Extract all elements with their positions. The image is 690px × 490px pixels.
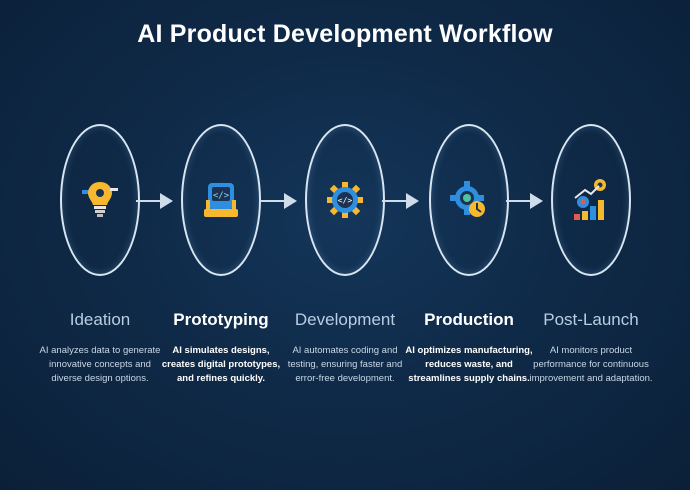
step-post-launch: Post-Launch AI monitors product performa… xyxy=(521,124,661,386)
prototype-screen-icon: </> xyxy=(204,183,238,217)
arrow-right-icon xyxy=(136,193,173,209)
step-description: AI simulates designs, creates digital pr… xyxy=(161,345,281,384)
step-circle xyxy=(429,124,509,276)
step-title: Development xyxy=(294,310,396,329)
step-description: AI analyzes data to generate innovative … xyxy=(39,345,161,384)
code-gear-icon: </> xyxy=(327,182,363,218)
arrow-right-icon xyxy=(382,193,419,209)
lightbulb-icon xyxy=(82,182,118,217)
step-description: AI monitors product performance for cont… xyxy=(529,345,653,384)
growth-chart-icon xyxy=(574,179,606,220)
step-circle: </> xyxy=(305,124,385,276)
step-circle xyxy=(551,124,631,276)
svg-text:</>: </> xyxy=(338,196,353,205)
arrow-right-icon xyxy=(506,193,543,209)
step-description: AI optimizes manufacturing, reduces wast… xyxy=(405,345,533,384)
step-prototyping: </> Prototyping AI simulates designs, cr… xyxy=(151,124,291,386)
step-ideation: Ideation AI analyzes data to generate in… xyxy=(30,124,170,386)
step-circle xyxy=(60,124,140,276)
step-title: Production xyxy=(424,310,514,329)
step-circle: </> xyxy=(181,124,261,276)
step-title: Prototyping xyxy=(173,310,269,329)
step-description: AI automates coding and testing, ensurin… xyxy=(287,345,403,384)
step-production: Production AI optimizes manufacturing, r… xyxy=(399,124,539,386)
step-development: </> Development AI automates coding and … xyxy=(275,124,415,386)
factory-gear-icon xyxy=(450,181,485,217)
diagram-title: AI Product Development Workflow xyxy=(137,20,553,48)
arrow-right-icon xyxy=(260,193,297,209)
step-title: Post-Launch xyxy=(543,310,639,329)
svg-text:</>: </> xyxy=(213,191,230,201)
step-title: Ideation xyxy=(69,310,131,329)
